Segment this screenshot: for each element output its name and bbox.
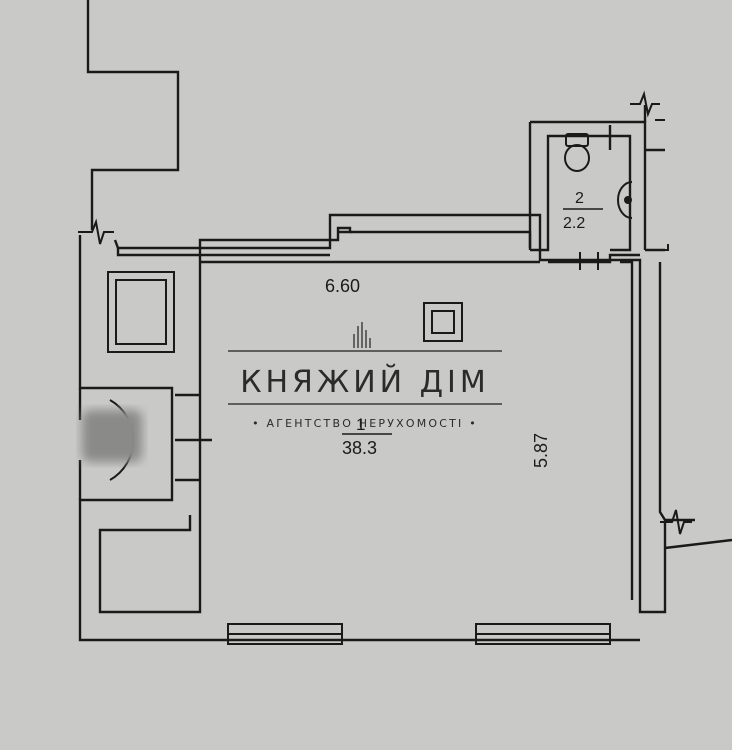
room1-length: 5.87	[531, 433, 551, 468]
blurred-mark	[82, 410, 142, 462]
bathroom-door	[579, 252, 599, 270]
watermark: КНЯЖИЙ ДІМ • АГЕНТСТВО НЕРУХОМОСТІ •	[228, 322, 502, 430]
room2-number: 2	[575, 190, 584, 207]
watermark-tagline: • АГЕНТСТВО НЕРУХОМОСТІ •	[252, 417, 478, 430]
windows	[227, 623, 611, 645]
room1-number: 1	[356, 415, 365, 434]
room1-width: 6.60	[325, 276, 360, 296]
vent-shaft-left	[107, 271, 175, 353]
vent-shaft-center	[423, 302, 463, 342]
watermark-name: КНЯЖИЙ ДІМ	[240, 364, 490, 400]
wall-lines	[78, 0, 732, 642]
toilet-icon	[564, 133, 590, 172]
room1-area: 38.3	[342, 438, 377, 458]
room2-area: 2.2	[563, 215, 585, 232]
building-icon	[353, 322, 371, 348]
sink-icon	[617, 181, 633, 219]
break-marks	[78, 90, 692, 535]
